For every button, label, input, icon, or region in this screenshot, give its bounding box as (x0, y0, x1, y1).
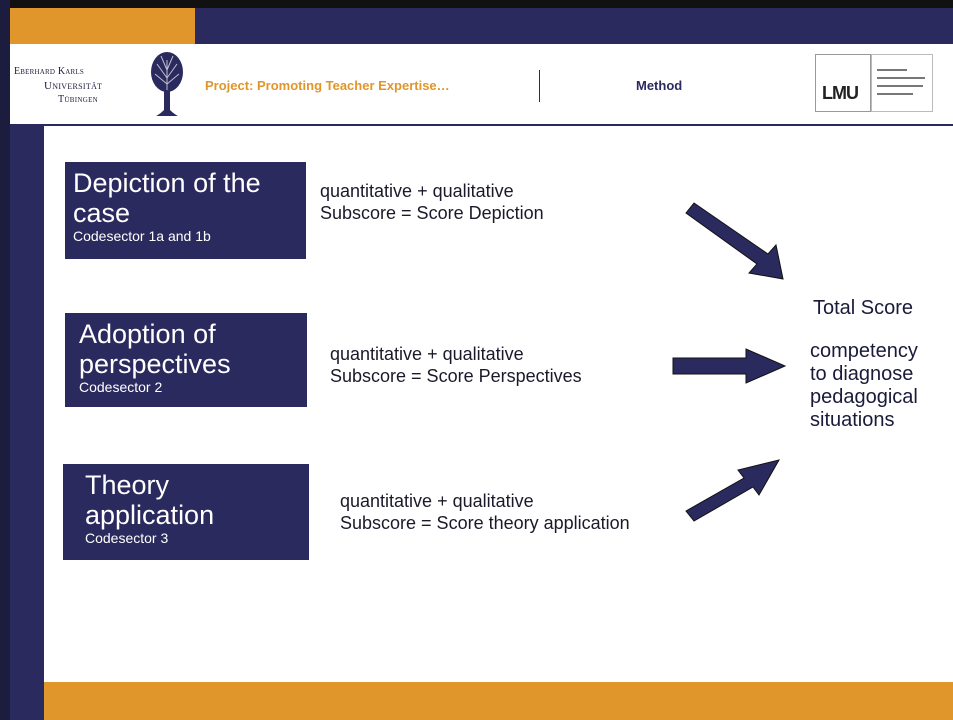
tree-icon (148, 50, 186, 120)
depiction-box: Depiction of the case Codesector 1a and … (65, 162, 306, 259)
theory-description: quantitative + qualitative Subscore = Sc… (340, 490, 630, 534)
theory-title: Theory application (85, 470, 215, 530)
lmu-logo-text: LMU (822, 83, 859, 103)
header-orange-block (10, 8, 195, 44)
perspectives-desc-line2: Subscore = Score Perspectives (330, 366, 582, 386)
theory-codesector: Codesector 3 (85, 530, 169, 546)
depiction-desc-line2: Subscore = Score Depiction (320, 203, 544, 223)
header-divider (539, 70, 540, 102)
adoption-box: Adoption of perspectives Codesector 2 (65, 313, 307, 407)
theory-desc-line2: Subscore = Score theory application (340, 513, 630, 533)
theory-desc-line1: quantitative + qualitative (340, 491, 534, 511)
perspectives-desc-line1: quantitative + qualitative (330, 344, 524, 364)
depiction-desc-line1: quantitative + qualitative (320, 181, 514, 201)
arrow-depiction-to-total (685, 202, 784, 280)
competency-line2: to diagnose (810, 363, 914, 385)
theory-box: Theory application Codesector 3 (63, 464, 309, 560)
adoption-codesector: Codesector 2 (79, 379, 163, 395)
university-logo-line2: Universität (44, 80, 103, 92)
university-logo-line3: Tübingen (58, 94, 99, 105)
arrow-theory-to-total (685, 459, 781, 522)
total-score-label: Total Score (813, 297, 914, 319)
left-edge-bar (0, 0, 10, 720)
university-logo: Eberhard Karls Universität Tübingen (14, 52, 146, 112)
arrow-perspectives-to-total (672, 348, 787, 384)
header-band (10, 0, 953, 44)
lmu-seal-text (871, 54, 933, 112)
depiction-description: quantitative + qualitative Subscore = Sc… (320, 180, 544, 224)
header-corner (10, 44, 44, 124)
adoption-title: Adoption of perspectives (79, 319, 231, 379)
header-divider-line (10, 124, 953, 126)
header-navy-block (195, 8, 953, 44)
competency-line4: situations (810, 409, 895, 431)
competency-line1: competency (810, 340, 918, 362)
top-edge (10, 0, 953, 8)
perspectives-description: quantitative + qualitative Subscore = Sc… (330, 343, 582, 387)
competency-text: competency to diagnose pedagogical situa… (810, 340, 918, 432)
competency-line3: pedagogical (810, 386, 918, 408)
depiction-codesector: Codesector 1a and 1b (73, 228, 211, 244)
footer-band (44, 682, 953, 720)
project-title: Project: Promoting Teacher Expertise… (205, 78, 450, 93)
university-logo-line1: Eberhard Karls (14, 66, 84, 77)
sidebar-band (10, 126, 44, 720)
section-label: Method (636, 78, 683, 93)
depiction-title: Depiction of the case (73, 168, 261, 228)
lmu-logo: LMU (815, 54, 871, 112)
